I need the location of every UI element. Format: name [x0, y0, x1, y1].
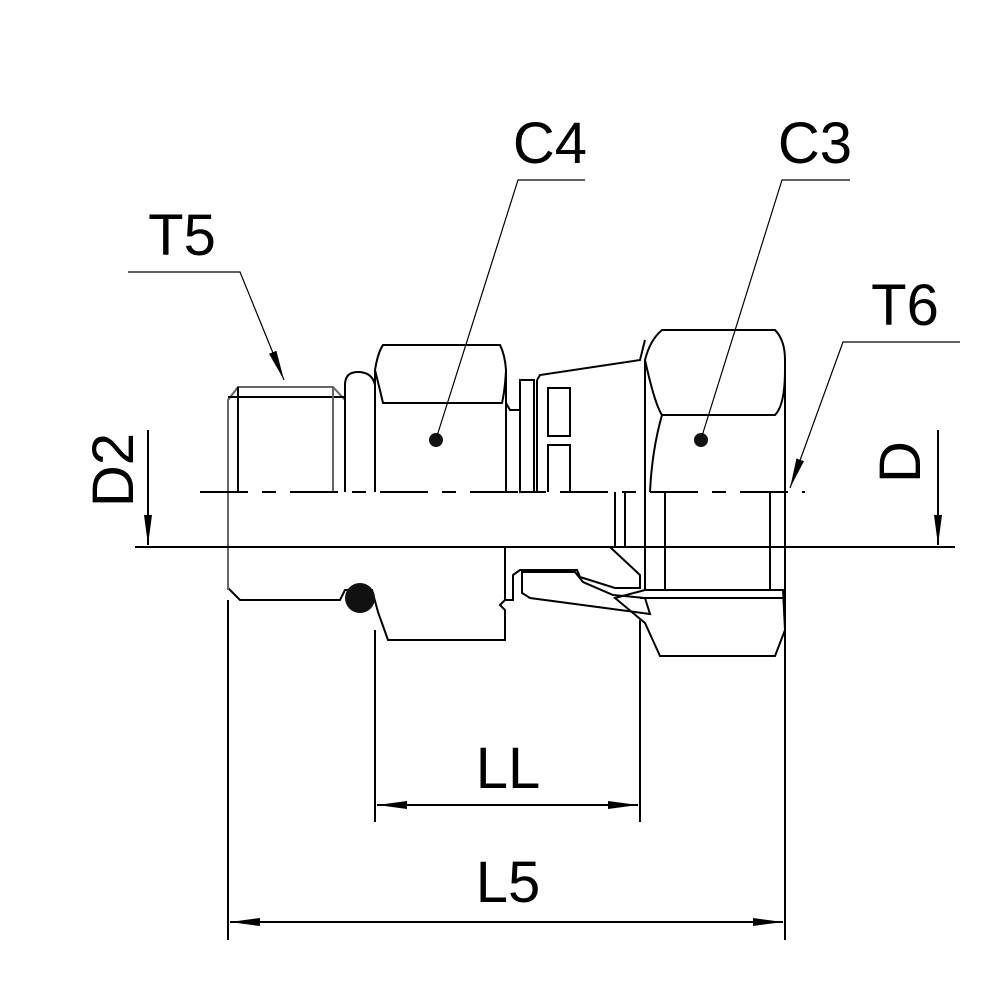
retaining-ring — [344, 370, 376, 492]
c3-leader — [701, 179, 850, 437]
label-c4: C4 — [513, 111, 587, 176]
t5-leader — [128, 271, 285, 381]
section-hatching — [227, 546, 787, 657]
hex-body-c4 — [374, 344, 521, 492]
t6-leader — [789, 341, 960, 489]
label-d2: D2 — [81, 433, 146, 507]
c4-leader — [436, 179, 585, 437]
label-t6: T6 — [871, 273, 939, 338]
male-thread-end — [227, 386, 346, 590]
label-l5: L5 — [476, 850, 541, 915]
c4-point — [429, 433, 443, 447]
label-ll: LL — [476, 736, 541, 801]
collar — [519, 339, 646, 493]
c3-point — [694, 433, 708, 447]
swivel-nut-c3 — [614, 329, 786, 940]
label-t5: T5 — [148, 203, 216, 268]
label-c3: C3 — [778, 111, 852, 176]
o-ring — [345, 583, 375, 613]
label-d: D — [868, 441, 933, 483]
